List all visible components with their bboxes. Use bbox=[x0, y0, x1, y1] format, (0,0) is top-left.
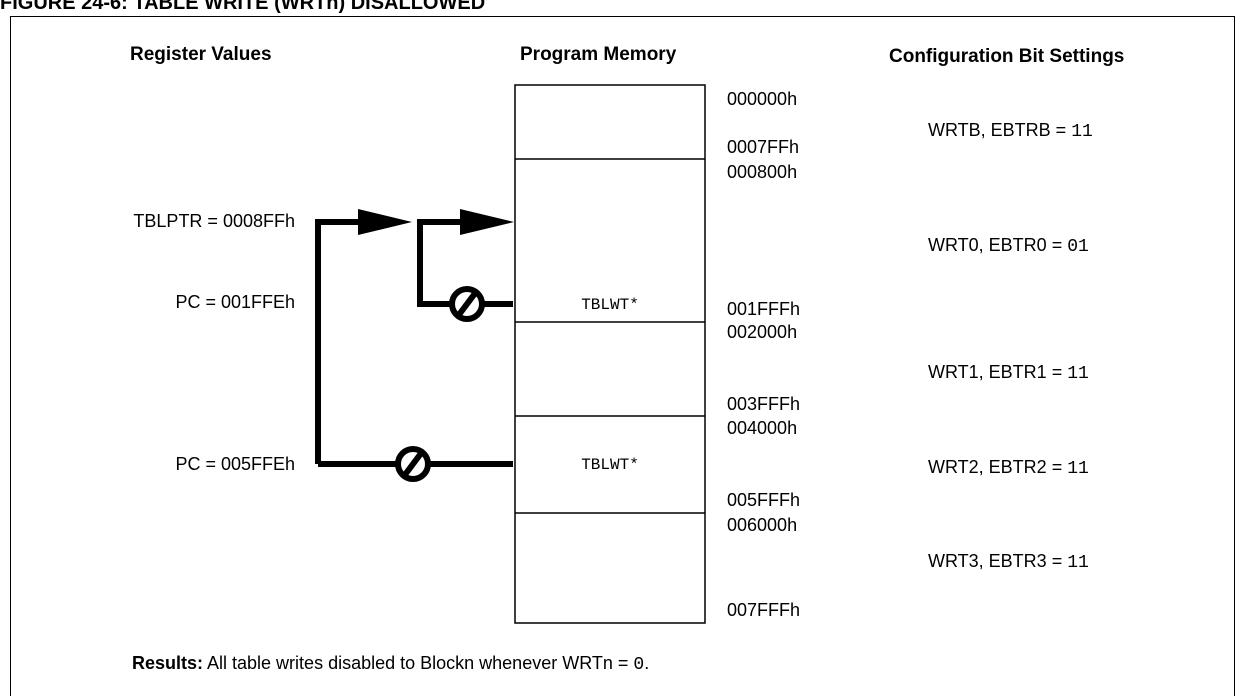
results-text-end: . bbox=[644, 653, 650, 673]
config-value: 11 bbox=[1067, 459, 1089, 479]
config-label: WRT1, EBTR1 = bbox=[928, 362, 1068, 382]
address-label: 003FFFh bbox=[727, 394, 801, 414]
config-label: WRT2, EBTR2 = bbox=[928, 457, 1068, 477]
pc-label-1: PC = 001FFEh bbox=[175, 292, 295, 312]
figure-frame bbox=[10, 16, 1235, 696]
address-label: 005FFFh bbox=[727, 490, 801, 510]
address-label: 004000h bbox=[727, 418, 798, 438]
address-label: 006000h bbox=[727, 515, 798, 535]
results-value: 0 bbox=[633, 655, 645, 675]
config-label: WRT0, EBTR0 = bbox=[928, 235, 1068, 255]
config-setting-wrt2: WRT2, EBTR2 = 11 bbox=[928, 457, 1089, 479]
outer-arrow-head bbox=[358, 209, 412, 235]
address-label: 000800h bbox=[727, 162, 798, 182]
results-note: Results: All table writes disabled to Bl… bbox=[132, 653, 649, 675]
disallowed-icon-1 bbox=[449, 286, 485, 322]
config-setting-wrt1: WRT1, EBTR1 = 11 bbox=[928, 362, 1089, 384]
config-value: 11 bbox=[1067, 553, 1089, 573]
tblptr-label: TBLPTR = 0008FFh bbox=[133, 211, 295, 231]
config-bits-header: Configuration Bit Settings bbox=[889, 46, 1125, 67]
config-value: 11 bbox=[1067, 364, 1089, 384]
results-text: All table writes disabled to Blockn when… bbox=[203, 653, 634, 673]
config-label: WRT3, EBTR3 = bbox=[928, 551, 1068, 571]
config-value: 01 bbox=[1067, 237, 1089, 257]
config-setting-wrtb: WRTB, EBTRB = 11 bbox=[928, 120, 1093, 142]
address-label: 001FFFh bbox=[727, 299, 801, 319]
pc-label-2: PC = 005FFEh bbox=[175, 454, 295, 474]
register-values-header: Register Values bbox=[130, 44, 272, 65]
address-label: 002000h bbox=[727, 322, 798, 342]
config-label: WRTB, EBTRB = bbox=[928, 120, 1072, 140]
address-label: 0007FFh bbox=[727, 137, 800, 157]
tblwt-instruction-1: TBLWT* bbox=[581, 296, 639, 314]
results-label: Results: bbox=[132, 653, 204, 673]
figure-title: FIGURE 24-6: TABLE WRITE (WRTn) DISALLOW… bbox=[0, 0, 486, 14]
outer-path bbox=[315, 219, 360, 464]
program-memory-block bbox=[514, 84, 706, 624]
disallowed-icon-2 bbox=[395, 446, 431, 482]
tblwt-instruction-2: TBLWT* bbox=[581, 456, 639, 474]
config-value: 11 bbox=[1071, 122, 1093, 142]
config-setting-wrt3: WRT3, EBTR3 = 11 bbox=[928, 551, 1089, 573]
config-setting-wrt0: WRT0, EBTR0 = 01 bbox=[928, 235, 1089, 257]
program-memory-header: Program Memory bbox=[520, 44, 677, 65]
inner-arrow-head bbox=[460, 209, 514, 235]
address-label: 007FFFh bbox=[727, 600, 801, 620]
address-label: 000000h bbox=[727, 89, 798, 109]
